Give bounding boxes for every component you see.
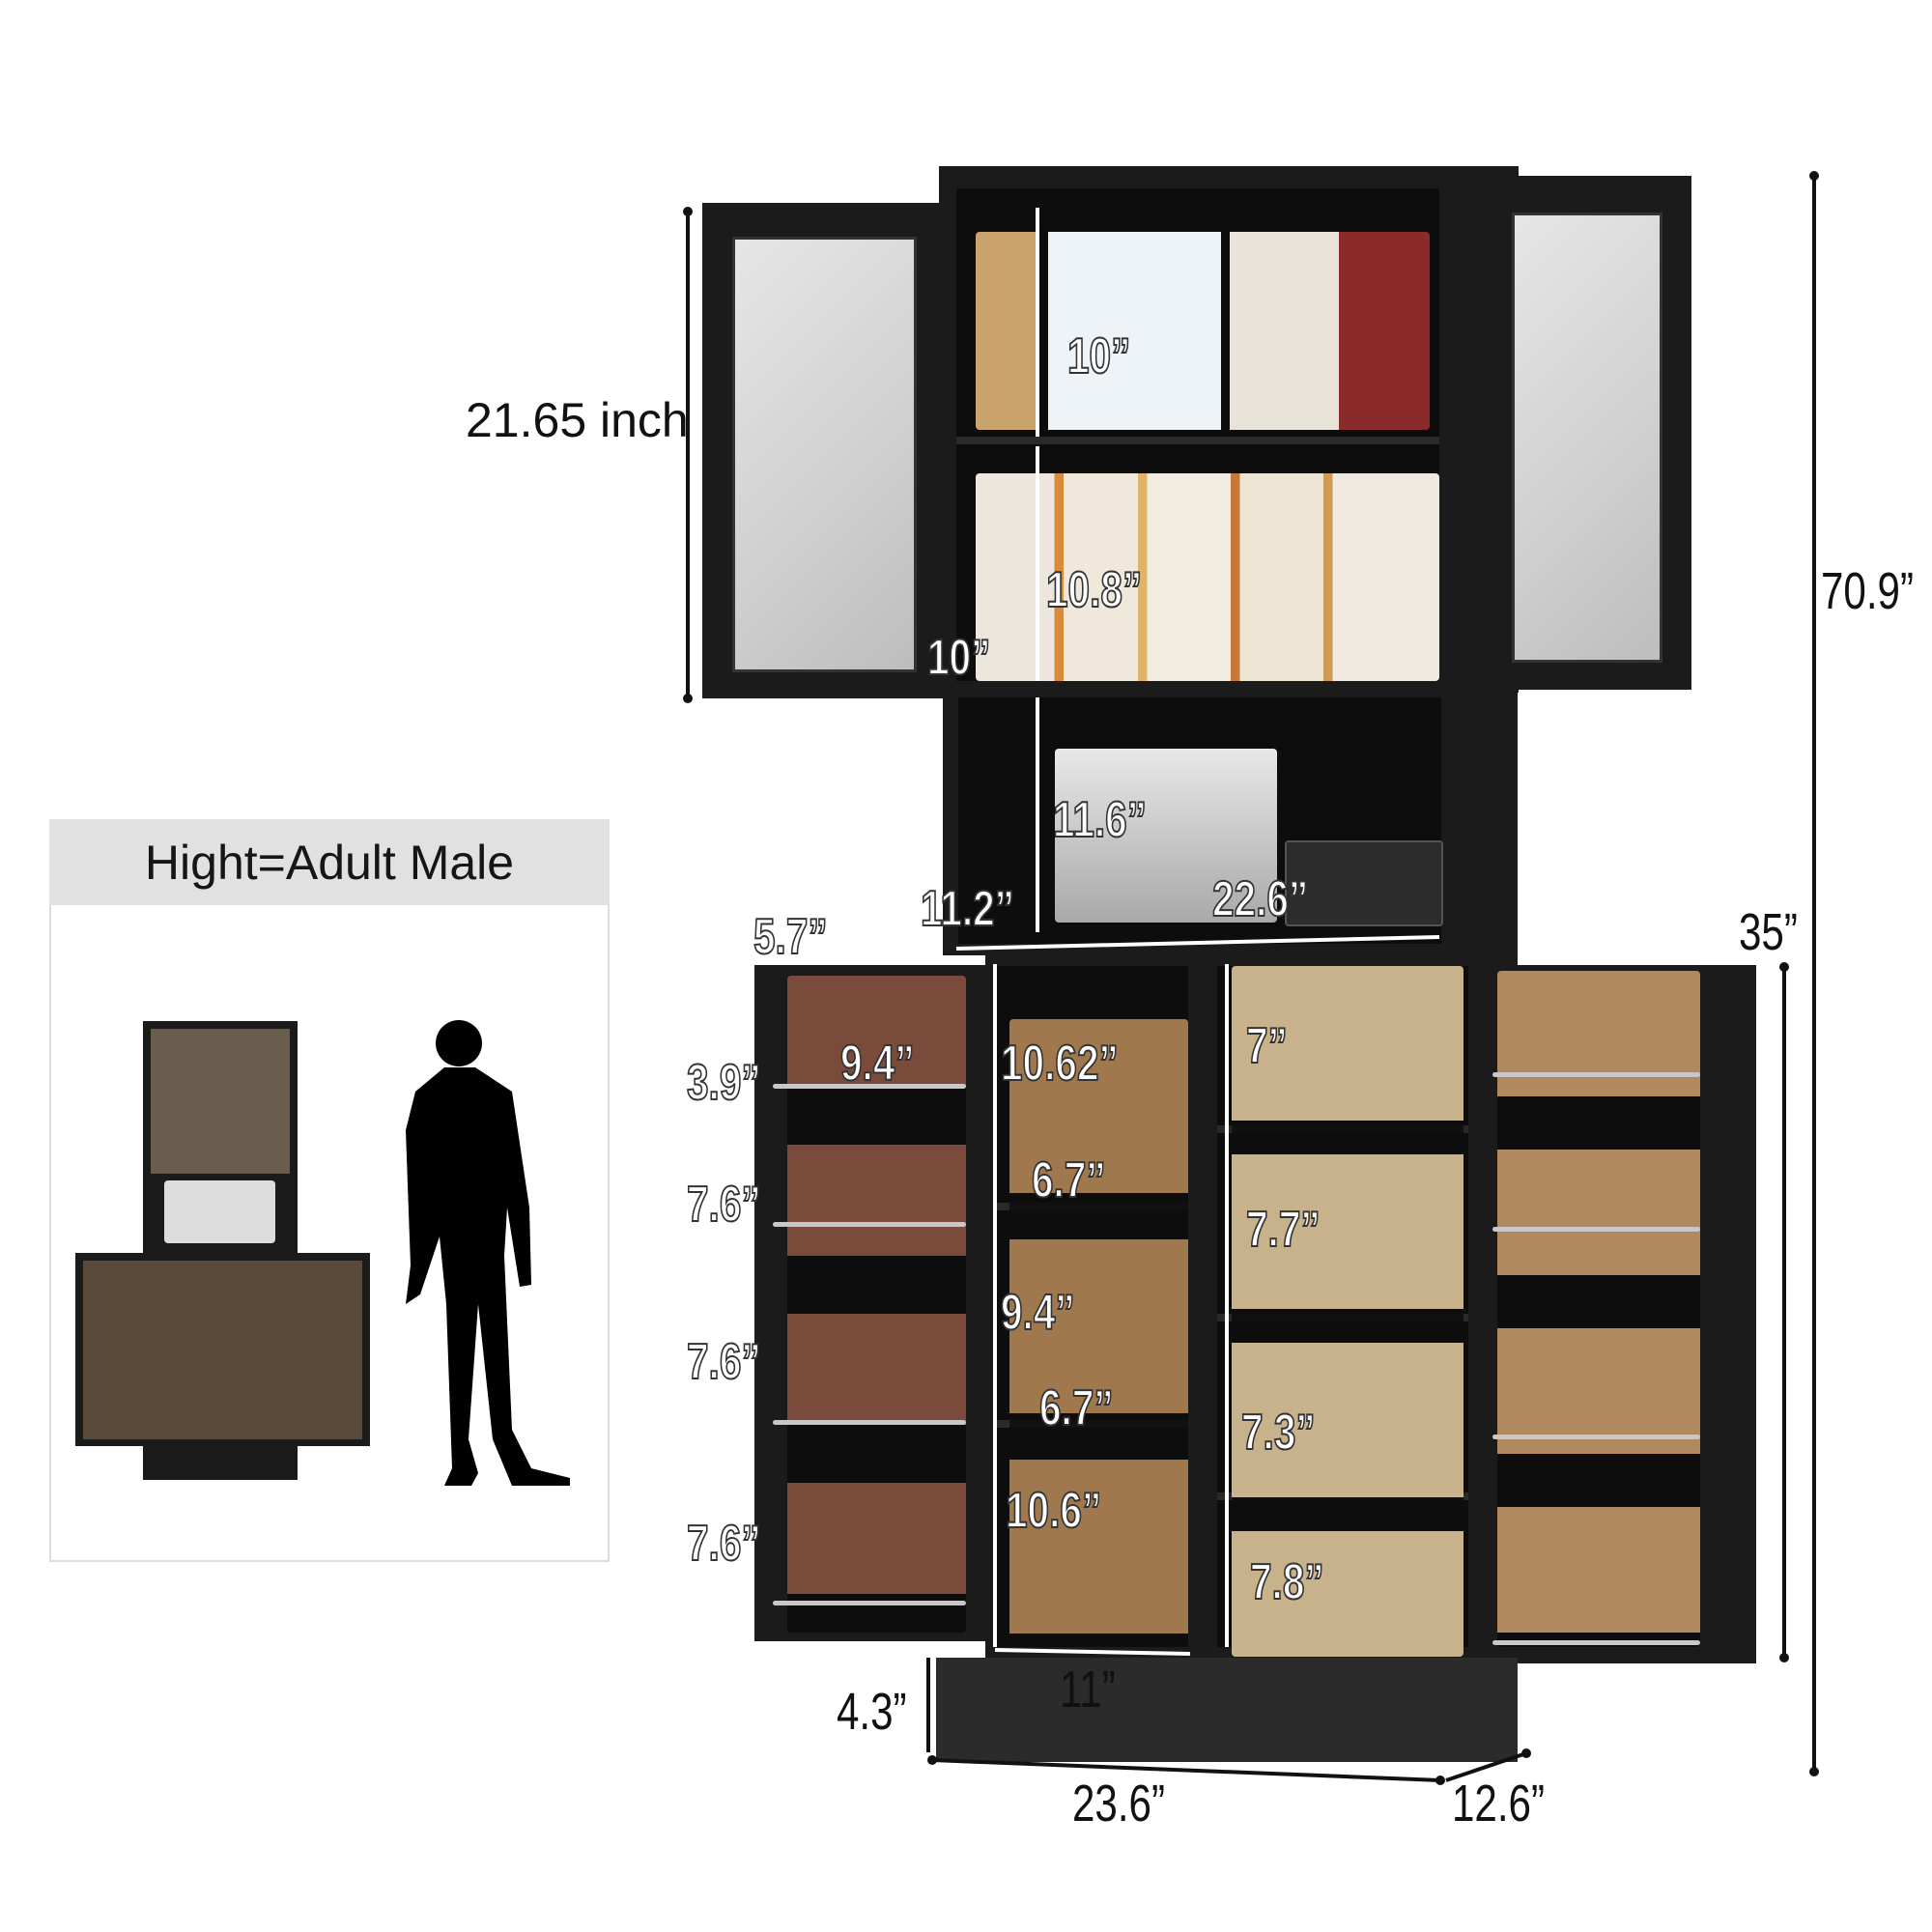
center-jars <box>1009 1019 1188 1647</box>
door-rack-4-label: 7.6” <box>686 1516 761 1572</box>
door-rack-3-label: 7.6” <box>686 1334 761 1390</box>
cabinet-base <box>936 1658 1518 1762</box>
height-comparison-title: Hight=Adult Male <box>144 836 515 890</box>
right-shelf-4-label: 7.8” <box>1249 1554 1324 1610</box>
right-shelf-3-label: 7.3” <box>1240 1405 1316 1461</box>
upper-height-label: 21.65 inch <box>466 393 689 447</box>
mini-cabinet <box>75 1021 370 1485</box>
center-width-label: 11” <box>1060 1661 1116 1719</box>
center-shelf-2-label: 9.4” <box>1000 1285 1075 1341</box>
total-height-label: 70.9” <box>1821 562 1915 620</box>
center-shelf-1-width-label: 6.7” <box>1031 1152 1106 1208</box>
upper-depth-label: 10” <box>926 630 991 686</box>
microwave <box>164 1180 275 1243</box>
center-shelf-3-label: 10.6” <box>1005 1483 1102 1539</box>
top-shelf-height-label: 10” <box>1066 328 1131 384</box>
center-shelf-1-label: 10.62” <box>1000 1036 1119 1092</box>
open-shelf-width-label: 22.6” <box>1211 871 1309 927</box>
door-rack-width-label: 5.7” <box>753 909 828 965</box>
toaster <box>1285 840 1443 926</box>
second-shelf-height-label: 10.8” <box>1045 562 1143 618</box>
base-height-label: 4.3” <box>837 1683 907 1741</box>
pantry-items-mixes <box>976 473 1439 681</box>
adult-male-silhouette-icon <box>406 1020 570 1486</box>
height-comparison-header: Hight=Adult Male <box>49 819 610 905</box>
door-rack-2-label: 7.6” <box>686 1177 761 1233</box>
open-shelf-depth-label: 11.2” <box>920 881 1015 937</box>
lower-height-label: 35” <box>1739 903 1798 961</box>
door-rack-1-depth-label: 9.4” <box>839 1036 915 1092</box>
door-rack-1-label: 3.9” <box>686 1055 761 1111</box>
espresso-machine <box>1055 749 1277 923</box>
right-cereal-boxes <box>1232 966 1463 1657</box>
right-shelf-2-label: 7.7” <box>1245 1202 1321 1258</box>
open-shelf-height-label: 11.6” <box>1052 792 1148 848</box>
right-shelf-1-label: 7” <box>1245 1018 1288 1074</box>
pantry-items-top <box>976 232 1430 430</box>
width-label: 23.6” <box>1072 1775 1166 1833</box>
center-shelf-2-width-label: 6.7” <box>1038 1380 1114 1436</box>
depth-label: 12.6” <box>1452 1775 1546 1833</box>
